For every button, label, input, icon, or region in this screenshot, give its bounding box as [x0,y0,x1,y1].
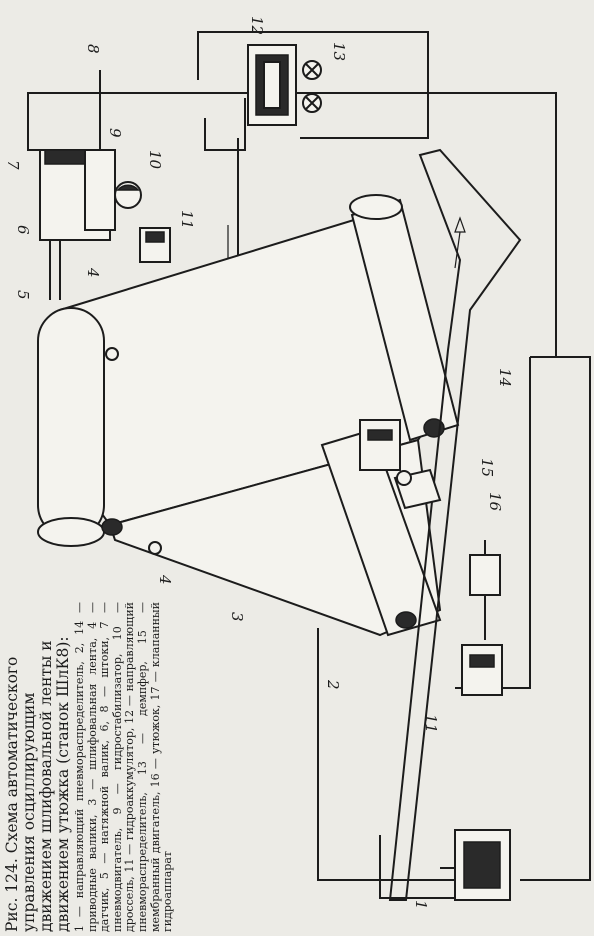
label-14: 14 [496,368,514,387]
label-5: 5 [14,290,32,300]
label-8: 8 [84,44,102,54]
caption-legend: 1 — направляющий пневмораспределитель, 2… [73,602,175,932]
label-10: 10 [146,150,164,170]
membrane-motor [359,419,401,471]
label-3: 3 [228,612,246,622]
label-4-top: 4 [84,267,102,278]
label-1: 1 [412,900,430,910]
iron-shoe [393,468,442,510]
distributor-1 [440,829,511,901]
figure-caption: Рис. 124. Схема автоматического управлен… [3,602,175,932]
label-6: 6 [14,225,32,235]
sensors [105,347,162,555]
label-11-top: 11 [178,210,196,229]
pneumatic-motor [39,70,116,300]
label-16: 16 [486,492,504,512]
label-2: 2 [324,679,342,690]
throttle [114,181,142,209]
drive-roller-2 [320,428,442,637]
caption-title: Рис. 124. Схема автоматического управлен… [3,636,72,932]
part-labels: 12 13 8 9 10 7 11 6 4 5 14 15 16 4 3 2 1… [4,16,514,910]
distributor-12 [247,44,297,126]
label-4-bottom: 4 [156,574,174,585]
label-11-bottom: 11 [422,714,440,733]
label-9: 9 [106,128,124,138]
label-15: 15 [478,458,496,477]
worktable [388,148,522,901]
label-13: 13 [330,42,348,61]
damper-13 [302,60,322,113]
accumulator-top [139,227,171,263]
label-7: 7 [4,160,22,170]
accumulator-bottom [461,540,503,696]
tension-roller [37,307,123,547]
label-12: 12 [248,16,266,35]
